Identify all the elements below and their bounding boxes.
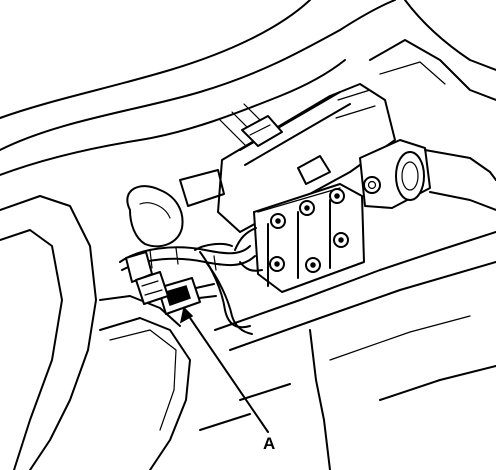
callout-a-label: A xyxy=(263,434,275,453)
callout-a-arrowhead xyxy=(179,306,194,324)
column-shaft xyxy=(359,139,496,211)
callout-a-leader xyxy=(185,311,269,433)
air-duct xyxy=(126,169,225,248)
steering-column-housing xyxy=(217,83,396,233)
wiring-harness xyxy=(119,227,263,335)
mounting-bracket xyxy=(253,183,365,293)
connector-a xyxy=(135,271,217,315)
dashboard-upper-panel xyxy=(0,0,496,176)
lower-dash xyxy=(199,231,496,470)
callout-a: A xyxy=(179,306,275,453)
bolt-group xyxy=(269,188,349,273)
